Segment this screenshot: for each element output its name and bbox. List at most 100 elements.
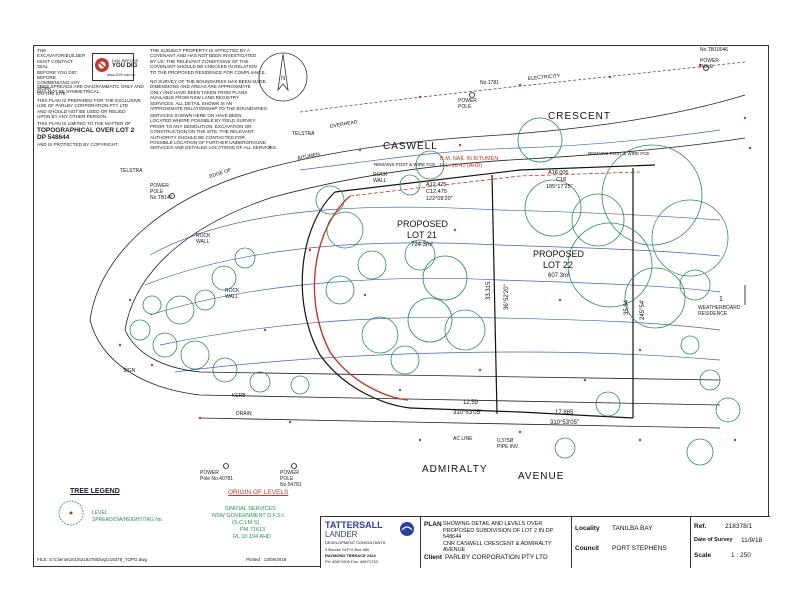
bm-nail: B.M. NAIL IN BITUMEN bbox=[440, 156, 498, 162]
weatherboard-no: 1 bbox=[719, 296, 723, 303]
street-caswell: CASWELL bbox=[383, 141, 438, 152]
company-tagline: DEVELOPMENT CONSULTANTS bbox=[325, 540, 386, 545]
rock-wall-3: ROCK WALL bbox=[225, 288, 240, 300]
dim-side-2b: 245°54' bbox=[640, 300, 646, 320]
north-arrow-icon: N bbox=[258, 52, 308, 102]
limited-title: TOPOGRAPHICAL OVER LOT 2 DP 548644 bbox=[37, 127, 135, 141]
tree-legend-title: TREE LEGEND bbox=[70, 488, 120, 495]
lot21-label: PROPOSED bbox=[397, 219, 449, 229]
electricity-label: ELECTRICITY bbox=[528, 73, 562, 82]
rock-wall-1: ROCK WALL bbox=[373, 172, 388, 184]
dim-top-c: C18 bbox=[556, 177, 566, 183]
tree-legend-spread: SPREAD/DIA/HEIGHT/TAG No. bbox=[92, 517, 164, 523]
dim-side-1: 33.315 bbox=[486, 281, 492, 300]
drain-label: DRAIN bbox=[236, 411, 252, 417]
lot22-label: PROPOSED bbox=[533, 249, 585, 259]
exclusive-use-note: THIS PLAN IS PREPARED FOR THE EXCLUSIVE … bbox=[37, 98, 141, 120]
power-pole-bottom-1: POWER Pole No.40781 bbox=[200, 470, 234, 482]
telstra-top: TELSTRA bbox=[292, 131, 315, 137]
street-admiralty: ADMIRALTY bbox=[422, 464, 488, 475]
locality-value: TANILBA BAY bbox=[612, 525, 653, 532]
dbyd-icon bbox=[95, 58, 109, 72]
origin-title: ORIGIN OF LEVELS bbox=[228, 489, 289, 496]
tree-canopies bbox=[129, 117, 741, 466]
power-pole-top: POWER POLE bbox=[458, 98, 477, 110]
remains-fence-right: REMAINS POST & WIRE FCE bbox=[588, 151, 649, 156]
dial-before-you-dig-logo: DIAL BEFORE YOU DIG www.1100.com.au bbox=[92, 53, 138, 81]
scale-value: 1 : 250 bbox=[731, 552, 751, 559]
lot-boundaries bbox=[301, 164, 656, 419]
title-block: TATTERSALL LANDER DEVELOPMENT CONSULTANT… bbox=[320, 516, 770, 568]
north-label: N bbox=[281, 76, 285, 82]
ref-value: 218378/1 bbox=[725, 523, 753, 530]
lot22-area: 607.3m² bbox=[548, 273, 570, 279]
arc-brg: 122°09'20" bbox=[426, 196, 453, 202]
tree-legend-icon bbox=[58, 500, 84, 526]
covenant-note: THE SUBJECT PROPERTY IS AFFECTED BY A CO… bbox=[150, 48, 266, 75]
dbyd-brand: DIAL BEFORE bbox=[112, 58, 139, 63]
weatherboard-label: WEATHERBOARD RESIDENCE bbox=[698, 305, 741, 317]
ac-line-label: AC LINE bbox=[453, 436, 473, 442]
pipe-inv-label: 0.375Ø PIPE INV. bbox=[497, 438, 520, 450]
tree-spreads-note: TREE SPREADS ARE DIAGRAMMATIC ONLY AND M… bbox=[37, 84, 144, 95]
company-name: TATTERSALL bbox=[325, 520, 383, 530]
spot-levels bbox=[118, 63, 752, 442]
arc-c: C12.475 bbox=[426, 189, 447, 195]
council-label: Council bbox=[575, 545, 599, 552]
dim-bot-1b: 310°53'05" bbox=[453, 410, 482, 416]
power-pole-left: POWER POLE No.TB147 bbox=[150, 183, 173, 201]
street-avenue: AVENUE bbox=[518, 471, 564, 482]
company-logo-icon bbox=[400, 522, 414, 536]
telstra-left: TELSTRA bbox=[120, 168, 143, 174]
reference-box: Ref. 218378/1 Date of Survey 11/9/18 Sca… bbox=[691, 517, 770, 568]
dbyd-url: www.1100.com.au bbox=[107, 73, 136, 77]
dim-bot-1: 12.59 bbox=[463, 400, 479, 406]
lot22-label-b: LOT 22 bbox=[543, 260, 573, 270]
contour-lines bbox=[144, 129, 721, 373]
power-pole-top-no: No.1781 bbox=[480, 80, 499, 86]
power-pole-right: POWER POLE bbox=[700, 58, 719, 70]
origin-line3: (S.C.I.M.S) bbox=[232, 520, 260, 526]
limited-note: THIS PLAN IS LIMITED TO THE MATTER OF bbox=[37, 121, 132, 126]
power-pole-markers bbox=[169, 65, 709, 469]
tree-legend-level: LEVEL bbox=[92, 510, 108, 516]
plotted-date: Plotted : 13/09/2018 bbox=[246, 557, 287, 562]
rock-wall-2: ROCK WALL bbox=[196, 233, 211, 245]
edge-of-label: EDGE OF bbox=[209, 167, 232, 180]
dbyd-brand-2: YOU DIG bbox=[112, 63, 138, 69]
council-value: PORT STEPHENS bbox=[612, 545, 667, 552]
plan-label: PLAN bbox=[424, 521, 442, 528]
kerb-label: KERB bbox=[232, 393, 246, 399]
dim-top-brg: 185°17'25" bbox=[546, 184, 573, 190]
remains-fence-left: REMAINS POST & WIRE FCE bbox=[374, 162, 435, 167]
dim-bot-2: 17.885 bbox=[555, 410, 574, 416]
fence-line bbox=[349, 171, 641, 197]
scale-label: Scale bbox=[694, 552, 711, 559]
origin-line1: SPATIAL SERVICES bbox=[225, 506, 276, 512]
locality-box: Locality TANILBA BAY Council PORT STEPHE… bbox=[572, 517, 691, 568]
client-label: Client bbox=[424, 554, 443, 561]
dim-side-1b: 36°52'20" bbox=[504, 284, 510, 310]
overhead-label: OVERHEAD bbox=[329, 119, 358, 130]
dim-top-a: A18.005 bbox=[548, 170, 569, 176]
plan-description: SHOWING DETAIL AND LEVELS OVER PROPOSED … bbox=[443, 521, 554, 553]
client-name: PARLBY CORPORATION PTY LTD bbox=[445, 554, 548, 561]
boundaries-note: NO SURVEY OF THE BOUNDARIES HAS BEEN MAD… bbox=[150, 79, 269, 112]
company-address-1: 2 Bourke St P.O Box 580 bbox=[325, 547, 370, 552]
date-label: Date of Survey bbox=[694, 537, 733, 543]
dim-bot-2b: 310°53'05" bbox=[550, 420, 579, 426]
sign-label: SIGN bbox=[123, 368, 136, 374]
company-phone: Ph: 49871500 Fax: 49871733 bbox=[325, 559, 378, 564]
date-value: 11/9/18 bbox=[741, 537, 763, 544]
dim-side-2: 35.94 bbox=[624, 299, 630, 315]
bm-rl: R.L. 10.41 (AHD) bbox=[440, 163, 482, 169]
origin-line2: NSW GOVERNMENT D.F.S.I. bbox=[212, 513, 286, 519]
lot21-area: 724.3m² bbox=[411, 242, 433, 248]
lot21-label-b: LOT 21 bbox=[407, 230, 437, 240]
services-note: SERVICES SHOWN HERE ON HAVE BEEN LOCATED… bbox=[150, 113, 278, 151]
origin-line5: RL 10.194 AHD bbox=[233, 534, 272, 540]
copyright-note: AND IS PROTECTED BY COPYRIGHT. bbox=[37, 142, 119, 147]
street-crescent: CRESCENT bbox=[548, 111, 611, 122]
